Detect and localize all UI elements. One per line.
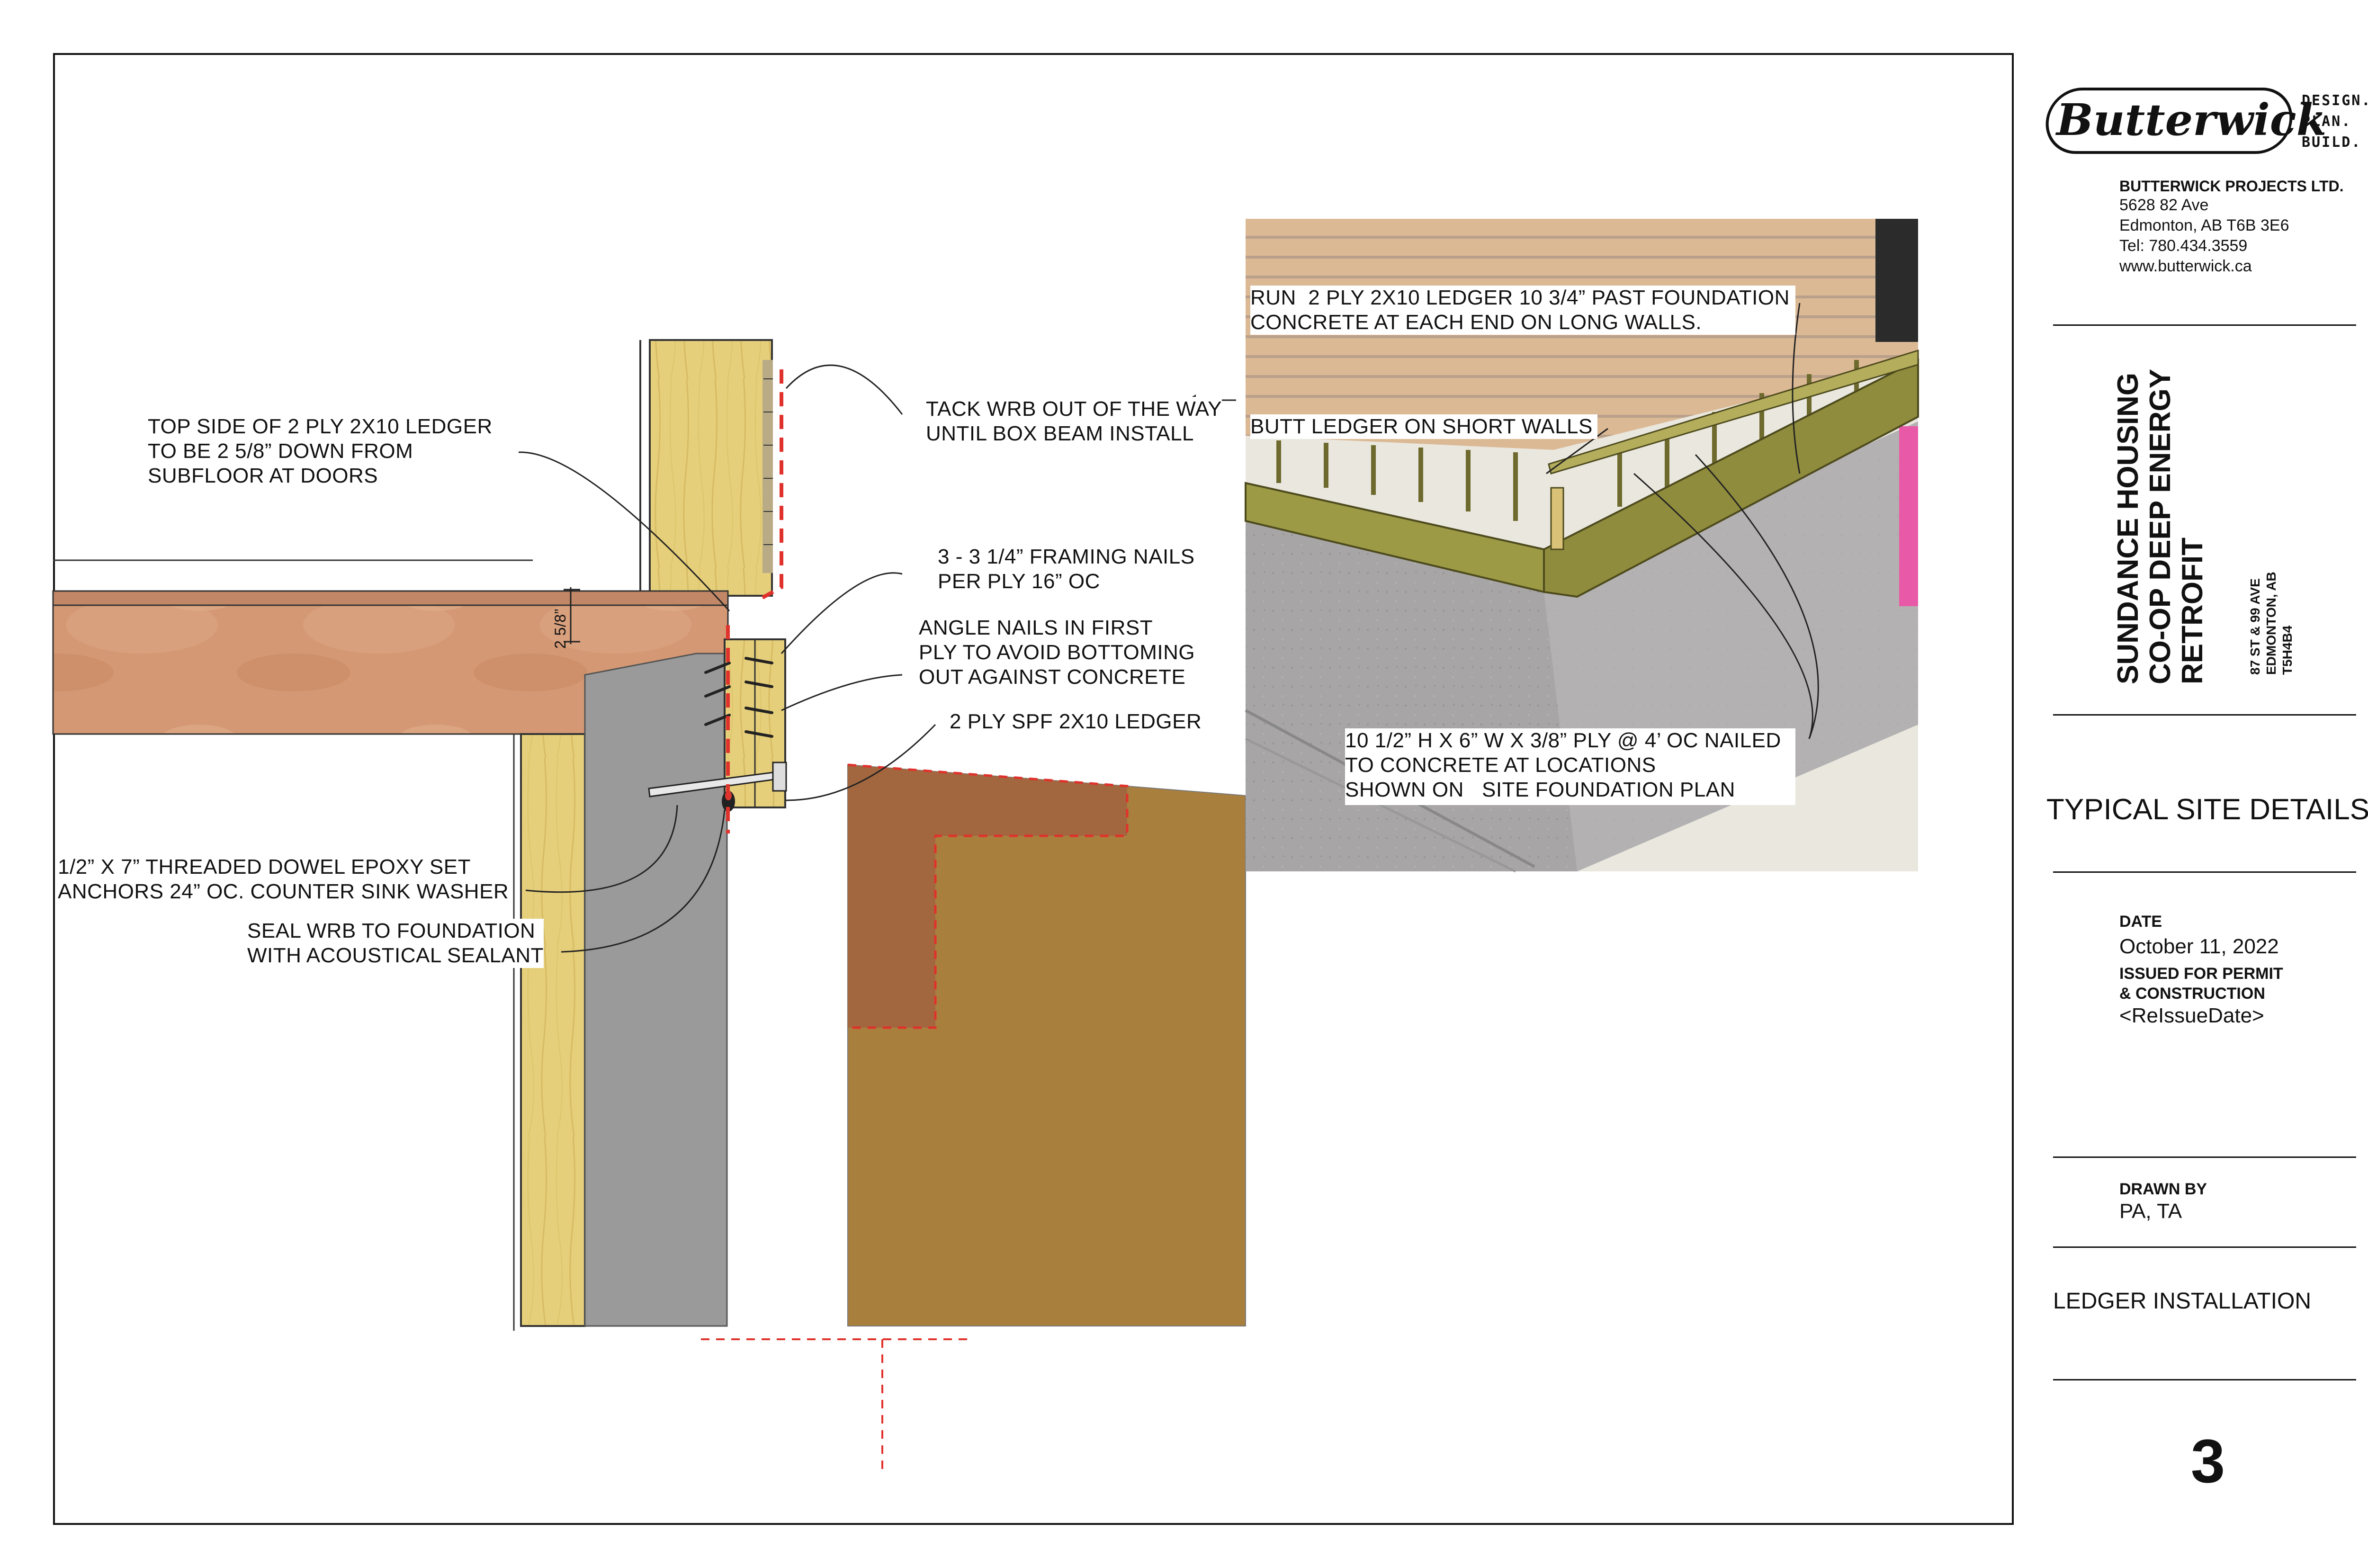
- reissue-date: <ReIssueDate>: [2119, 1004, 2264, 1027]
- callout-tack-wrb: TACK WRB OUT OF THE WAY UNTIL BOX BEAM I…: [926, 397, 1222, 446]
- dimension-label: 2 5/8”: [552, 609, 569, 649]
- firm-address-1: 5628 82 Ave: [2119, 196, 2209, 214]
- acoustical-sealant: [722, 791, 735, 812]
- wrb-line: [726, 369, 783, 833]
- title-rule-4: [2053, 1156, 2356, 1158]
- firm-address-2: Edmonton, AB T6B 3E6: [2119, 216, 2289, 234]
- lower-wall-stud: [520, 733, 586, 1327]
- callout-ledger-spec: 2 PLY SPF 2X10 LEDGER: [950, 709, 1202, 734]
- callout-top-side-ledger: TOP SIDE OF 2 PLY 2X10 LEDGER TO BE 2 5/…: [148, 414, 493, 488]
- sheet-number: 3: [2190, 1426, 2225, 1496]
- date-block: DATE October 11, 2022 ISSUED FOR PERMIT …: [2119, 912, 2283, 1028]
- issued-label-2: & CONSTRUCTION: [2119, 985, 2265, 1003]
- drawn-by-value: PA, TA: [2119, 1200, 2182, 1223]
- firm-info: BUTTERWICK PROJECTS LTD. 5628 82 Ave Edm…: [2119, 178, 2343, 277]
- project-title-line-1: SUNDANCE HOUSING: [2112, 373, 2144, 684]
- firm-tel: Tel: 780.434.3559: [2119, 237, 2248, 255]
- project-title-line-3: RETROFIT: [2176, 538, 2209, 684]
- gravel-zone: [848, 765, 1127, 1028]
- leader-lines: [518, 303, 1819, 953]
- callout-dowel-anchors: 1/2” X 7” THREADED DOWEL EPOXY SET ANCHO…: [58, 855, 509, 904]
- upper-wall-stud: [649, 339, 773, 597]
- detail-title: LEDGER INSTALLATION: [2053, 1289, 2312, 1314]
- callout-framing-nails: 3 - 3 1/4” FRAMING NAILS PER PLY 16” OC: [938, 545, 1195, 594]
- project-address-line-3: T5H4B4: [2280, 625, 2295, 675]
- set-title: TYPICAL SITE DETAILS: [2046, 793, 2368, 826]
- callout-ply-blocks: 10 1/2” H X 6” W X 3/8” PLY @ 4’ OC NAIL…: [1345, 728, 1795, 805]
- framing-nails: [704, 657, 773, 738]
- butterwick-logo: Butterwick DESIGN. PLAN. BUILD.: [2042, 88, 2368, 159]
- title-rule-1: [2053, 324, 2356, 326]
- tagline-plan: PLAN.: [2302, 113, 2352, 130]
- title-rule-2: [2053, 714, 2356, 716]
- tagline-build: BUILD.: [2302, 134, 2362, 151]
- project-title-line-2: CO-OP DEEP ENERGY: [2144, 368, 2177, 684]
- project-address-line-2: EDMONTON, AB: [2264, 572, 2278, 675]
- concrete-foundation: [584, 653, 728, 1327]
- title-rule-6: [2053, 1379, 2356, 1380]
- callout-seal-wrb: SEAL WRB TO FOUNDATION WITH ACOUSTICAL S…: [247, 919, 544, 968]
- project-address-line-1: 87 ST & 99 AVE: [2248, 578, 2262, 675]
- drawn-by-block: DRAWN BY PA, TA: [2119, 1179, 2207, 1224]
- title-rule-3: [2053, 871, 2356, 873]
- issued-label-1: ISSUED FOR PERMIT: [2119, 965, 2283, 983]
- logo-wordmark: Butterwick: [2056, 94, 2327, 145]
- dimension-marker: [564, 587, 580, 644]
- title-rule-5: [2053, 1246, 2356, 1248]
- callout-butt-ledger: BUTT LEDGER ON SHORT WALLS: [1250, 414, 1597, 439]
- logo-tagline: DESIGN. PLAN. BUILD.: [2302, 90, 2368, 153]
- subfloor-sheathing: [52, 590, 729, 606]
- firm-web: www.butterwick.ca: [2119, 257, 2252, 275]
- tagline-design: DESIGN.: [2302, 92, 2368, 109]
- sheet-border: [53, 53, 2014, 1525]
- date-value: October 11, 2022: [2119, 935, 2279, 958]
- date-label: DATE: [2119, 913, 2162, 931]
- drawn-by-label: DRAWN BY: [2119, 1180, 2207, 1198]
- callout-run-ledger: RUN 2 PLY 2X10 LEDGER 10 3/4” PAST FOUND…: [1250, 286, 1795, 335]
- callout-angle-nails: ANGLE NAILS IN FIRST PLY TO AVOID BOTTOM…: [919, 616, 1195, 690]
- firm-name: BUTTERWICK PROJECTS LTD.: [2119, 178, 2344, 195]
